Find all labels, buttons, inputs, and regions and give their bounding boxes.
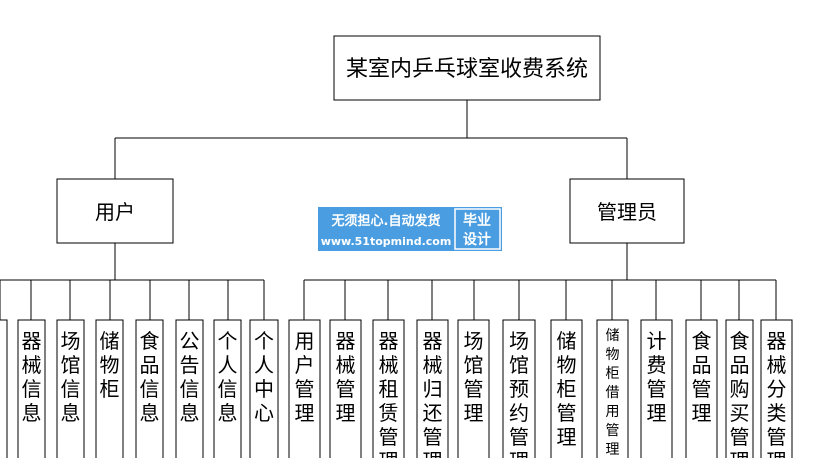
leaf-node: 计费管理 <box>640 280 673 458</box>
root-node: 某室内乒乓球室收费系统 <box>333 35 601 101</box>
leaf-box <box>596 319 629 458</box>
leaf-box <box>550 319 583 458</box>
leaf-node: 场馆管理 <box>457 280 490 458</box>
leaf-box <box>457 319 490 458</box>
leaf-node: 储物柜借用管理 <box>596 280 629 458</box>
leaf-node: 用户管理 <box>288 280 321 458</box>
leaf-box <box>95 319 124 458</box>
leaf-node: 场馆预约管理 <box>502 280 536 458</box>
leaf-label: 场馆预约管理 <box>509 329 529 458</box>
leaf-node: 器械信息 <box>17 280 46 458</box>
admin-children: 用户管理 器械管理 器械租赁管理 器械归还管理 场馆管理 场馆预约管理 储物柜管理 储物柜借用… <box>288 280 793 458</box>
leaf-box <box>725 319 754 458</box>
leaf-label: 储物柜 <box>100 329 120 401</box>
leaf-label: 食品购买管理 <box>730 329 750 458</box>
leaf-label: 器械归还管理 <box>423 329 443 458</box>
leaf-box <box>640 319 673 458</box>
leaf-box <box>416 319 449 458</box>
branch-user-connectors <box>0 243 264 281</box>
leaf-node: 食品管理 <box>685 280 718 458</box>
leaf-node: 器械管理 <box>329 280 362 458</box>
leaf-label: 器械分类管理 <box>767 329 787 458</box>
leaf-box <box>249 319 279 458</box>
leaf-label: 器械信息 <box>22 329 42 425</box>
leaf-label: 储物柜借用管理 <box>606 328 620 458</box>
branch-user-label: 用户 <box>95 200 135 224</box>
leaf-box <box>760 319 793 458</box>
watermark-line2: www.51topmind.com <box>321 235 452 248</box>
watermark: 无须担心.自动发货 www.51topmind.com 毕业 设计 <box>318 207 502 251</box>
leaf-box <box>288 319 321 458</box>
branch-admin-label: 管理员 <box>597 200 657 224</box>
leaf-node: 储物柜管理 <box>550 280 583 458</box>
leaf-node: 器械归还管理 <box>416 280 449 458</box>
leaf-label: 个人中心 <box>254 329 274 425</box>
leaf-label: 用户管理 <box>295 329 315 425</box>
leaf-node: 个人信息 <box>213 280 242 458</box>
leaf-label: 公告信息 <box>180 329 200 425</box>
leaf-label: 场馆管理 <box>464 329 484 425</box>
branch-user: 用户 <box>56 178 174 244</box>
root-connectors <box>114 100 628 179</box>
leaf-label: 储物柜管理 <box>557 329 577 449</box>
root-label: 某室内乒乓球室收费系统 <box>346 57 588 82</box>
leaf-box <box>56 319 85 458</box>
watermark-badge-top: 毕业 <box>463 212 491 229</box>
leaf-box <box>213 319 242 458</box>
leaf-label: 食品管理 <box>692 329 712 425</box>
leaf-node: 食品购买管理 <box>725 280 754 458</box>
watermark-line1: 无须担心.自动发货 <box>331 213 441 229</box>
leaf-node: 公告信息 <box>175 280 204 458</box>
leaf-box <box>685 319 718 458</box>
leaf-box <box>502 319 536 458</box>
leaf-label: 个人信息 <box>218 329 238 425</box>
leaf-label: 计费管理 <box>647 329 667 425</box>
leaf-node: 器械租赁管理 <box>372 280 405 458</box>
leaf-node: 器械分类管理 <box>760 280 793 458</box>
leaf-box <box>175 319 204 458</box>
leaf-box <box>17 319 46 458</box>
leaf-node: 个人中心 <box>249 280 279 458</box>
leaf-node: 场馆信息 <box>56 280 85 458</box>
leaf-label: 场馆信息 <box>61 329 81 425</box>
leaf-box <box>0 319 8 458</box>
leaf-label: 食品信息 <box>140 329 160 425</box>
branch-admin: 管理员 <box>569 178 685 244</box>
leaf-node: 储物柜 <box>95 280 124 458</box>
leaf-box <box>372 319 405 458</box>
branch-admin-connectors <box>304 243 776 281</box>
leaf-node <box>0 280 8 458</box>
leaf-node: 食品信息 <box>135 280 164 458</box>
watermark-badge-bottom: 设计 <box>463 231 491 248</box>
leaf-box <box>135 319 164 458</box>
leaf-box <box>329 319 362 458</box>
leaf-label: 器械管理 <box>336 329 356 425</box>
leaf-label: 器械租赁管理 <box>379 329 399 458</box>
